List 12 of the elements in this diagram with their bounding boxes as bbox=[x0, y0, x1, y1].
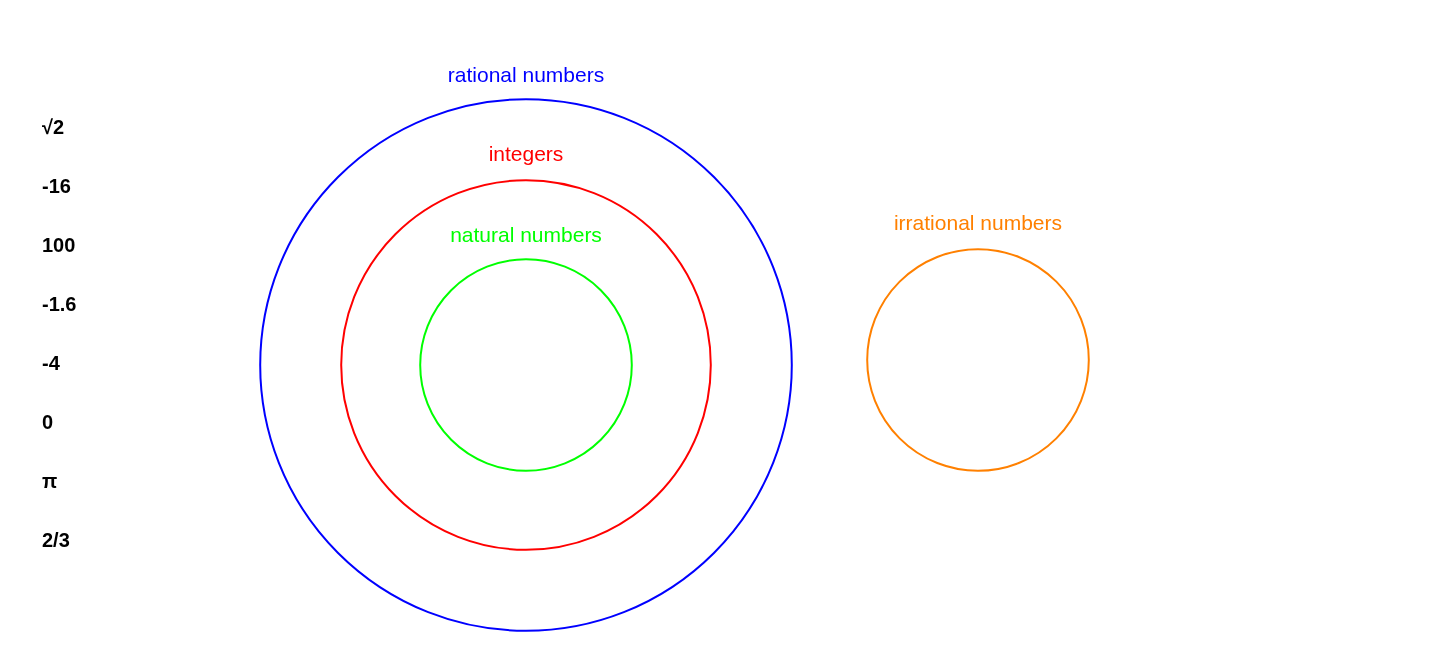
number-label: -16 bbox=[42, 174, 71, 198]
number-label: 0 bbox=[42, 410, 54, 434]
set-label: rational numbers bbox=[447, 62, 605, 88]
number-label: 2/3 bbox=[42, 528, 70, 552]
number-label: √2 bbox=[42, 115, 65, 139]
number-label: π bbox=[42, 469, 58, 493]
set-label: integers bbox=[488, 141, 564, 167]
number-label: -4 bbox=[42, 351, 60, 375]
set-label: irrational numbers bbox=[893, 210, 1063, 236]
set-label: natural numbers bbox=[450, 222, 602, 248]
number-label: -1.6 bbox=[42, 292, 77, 316]
number-label: 100 bbox=[42, 233, 76, 257]
